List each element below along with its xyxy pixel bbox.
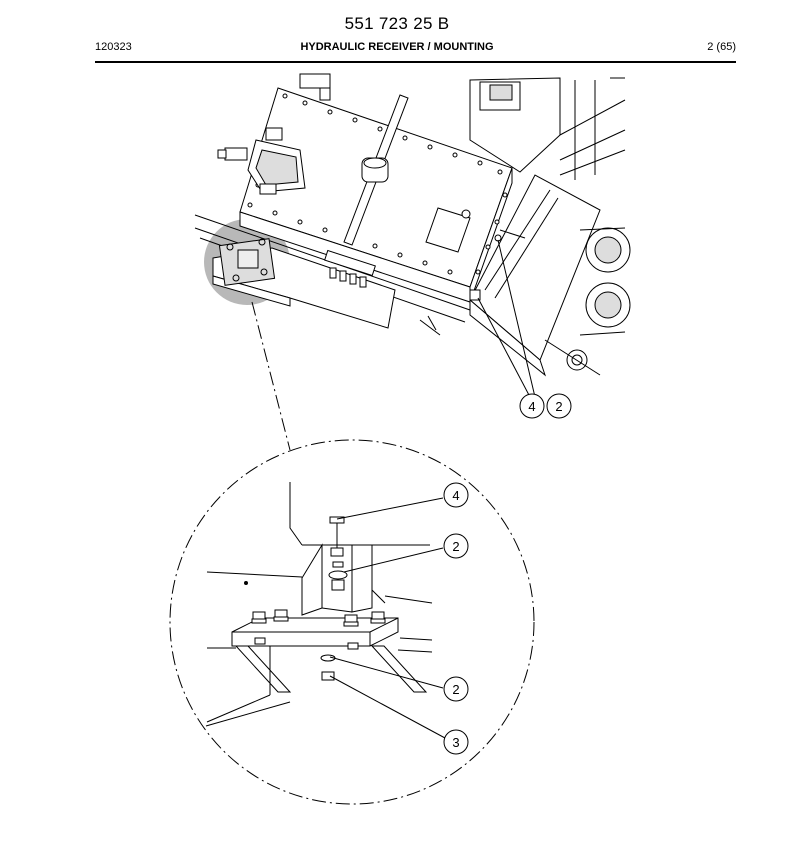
overview-callout-4: 4 bbox=[519, 393, 545, 419]
detail-callout-3-label: 3 bbox=[452, 735, 459, 750]
overview-callout-2: 2 bbox=[546, 393, 572, 419]
overview-callout-2-label: 2 bbox=[555, 399, 562, 414]
detail-assembly bbox=[205, 482, 446, 739]
overview-assembly bbox=[194, 73, 631, 398]
page-title: HYDRAULIC RECEIVER / MOUNTING bbox=[300, 41, 494, 53]
detail-connector-line bbox=[251, 301, 291, 451]
overview-callout-4-label: 4 bbox=[528, 399, 535, 414]
document-code: 120323 bbox=[95, 41, 132, 53]
detail-callout-2-upper-label: 2 bbox=[452, 539, 459, 554]
detail-callout-4: 4 bbox=[443, 482, 469, 508]
page-number: 2 (65) bbox=[707, 41, 736, 53]
document-number: 551 723 25 B bbox=[344, 14, 450, 33]
detail-callout-2-lower-label: 2 bbox=[452, 682, 459, 697]
detail-callout-4-label: 4 bbox=[452, 488, 459, 503]
header-rule bbox=[95, 61, 736, 63]
detail-callout-3: 3 bbox=[443, 729, 469, 755]
detail-callout-2-upper: 2 bbox=[443, 533, 469, 559]
detail-callout-2-lower: 2 bbox=[443, 676, 469, 702]
